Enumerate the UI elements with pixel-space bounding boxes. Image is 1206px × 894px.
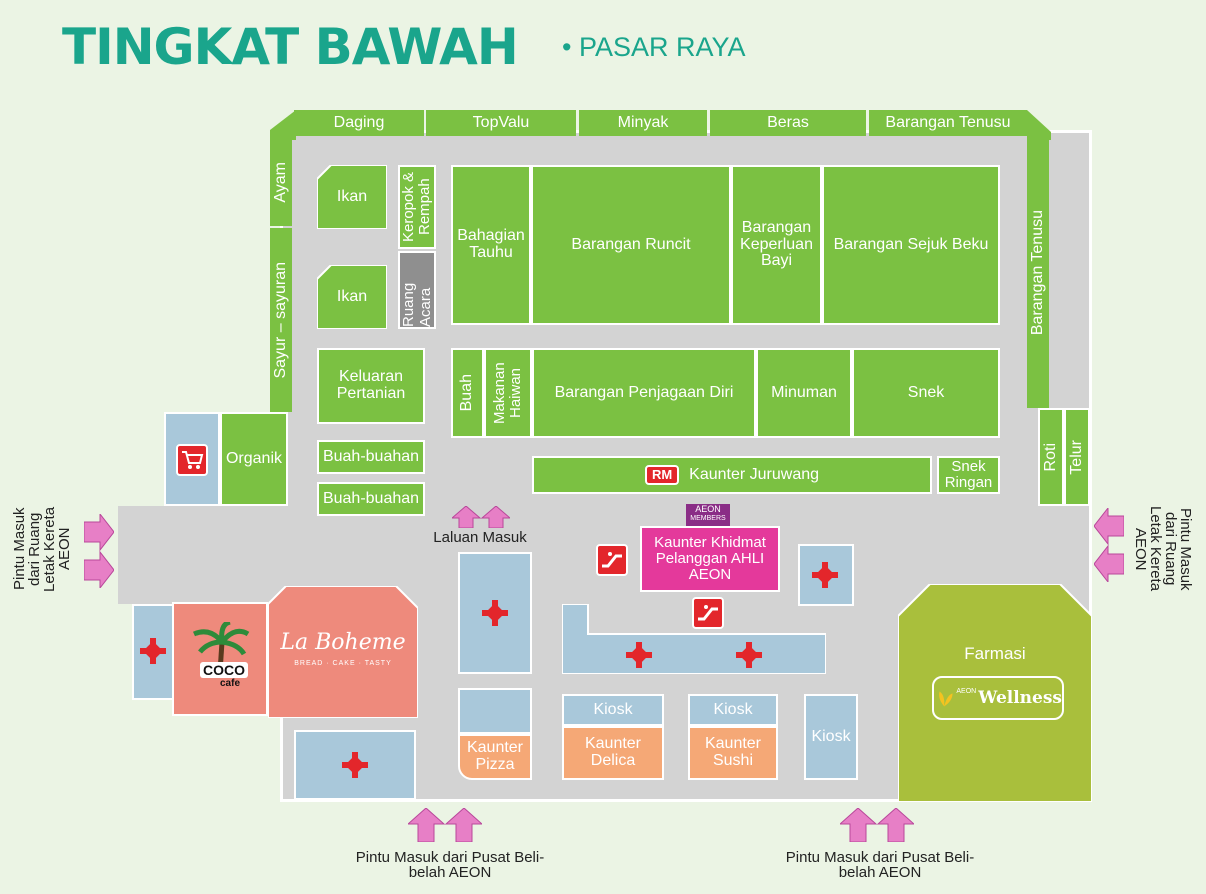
- zone-ikan-1[interactable]: Ikan: [336, 188, 368, 205]
- entrance-left-arrows-icon: [84, 514, 114, 588]
- zone-minuman[interactable]: Minuman: [756, 348, 852, 438]
- farmasi-shape: [898, 584, 1092, 802]
- zone-barangan-tenusu-top[interactable]: Barangan Tenusu: [869, 110, 1027, 136]
- zone-makanan-haiwan[interactable]: Makanan Haiwan: [484, 348, 532, 438]
- ayam-label: Ayam: [272, 161, 289, 203]
- kaunter-sushi[interactable]: Kaunter Sushi: [688, 726, 778, 780]
- left-corridor: [118, 506, 288, 604]
- kaunter-delica[interactable]: Kaunter Delica: [562, 726, 664, 780]
- zone-minyak[interactable]: Minyak: [579, 110, 707, 136]
- roti-label: Roti: [1041, 442, 1059, 472]
- trolley-icon: [176, 444, 208, 476]
- coco-sub-text: cafe: [220, 678, 241, 689]
- zone-roti[interactable]: Roti: [1038, 408, 1064, 506]
- wellness-text: Wellness: [978, 688, 1062, 708]
- kaunter-juruwang[interactable]: RM Kaunter Juruwang: [532, 456, 932, 494]
- zone-snek-ringan[interactable]: Snek Ringan: [937, 456, 1000, 494]
- table-icon: [626, 642, 652, 668]
- pizza-seating: [458, 688, 532, 734]
- entrance-right-arrows-icon: [1094, 508, 1124, 582]
- la-boheme[interactable]: La Boheme: [280, 630, 406, 655]
- kaunter-pizza[interactable]: Kaunter Pizza: [458, 734, 532, 780]
- telur-label: Telur: [1067, 439, 1085, 475]
- seating-area-5: [294, 730, 416, 800]
- zone-tauhu[interactable]: Bahagian Tauhu: [451, 165, 531, 325]
- haiwan-label: Makanan Haiwan: [491, 362, 524, 424]
- corner-right: [1027, 110, 1051, 140]
- tenusu-label: Barangan Tenusu: [1029, 210, 1046, 336]
- zone-ruang-acara[interactable]: Ruang Acara: [398, 251, 436, 329]
- coco-logo-text: COCO: [200, 662, 248, 678]
- zone-runcit[interactable]: Barangan Runcit: [531, 165, 731, 325]
- escalator-icon-1: [596, 544, 628, 576]
- entrance-right[interactable]: Pintu Masuk dari Ruang Letak Kereta AEON: [1126, 494, 1196, 604]
- wellness-brand: AEON: [956, 687, 977, 695]
- kiosk-1[interactable]: Kiosk: [562, 694, 664, 726]
- table-icon: [342, 752, 368, 778]
- zone-ikan-1-shape: [317, 165, 387, 229]
- zone-telur[interactable]: Telur: [1064, 408, 1090, 506]
- sayur-label: Sayur – sayuran: [272, 261, 289, 379]
- keropok-label: Keropok & Rempah: [400, 171, 433, 243]
- zone-organik[interactable]: Organik: [220, 412, 288, 506]
- kaunter-khidmat-pelanggan[interactable]: Kaunter Khidmat Pelanggan AHLI AEON: [640, 526, 780, 592]
- wellness-logo: AEON Wellness: [932, 676, 1064, 720]
- laluan-masuk-label: Laluan Masuk: [433, 529, 527, 546]
- entrance-bottom-right[interactable]: Pintu Masuk dari Pusat Beli-belah AEON: [785, 849, 975, 881]
- entrance-bottom-left-arrows-icon: [408, 808, 482, 842]
- farmasi-label[interactable]: Farmasi: [964, 644, 1026, 663]
- coco-cafe[interactable]: COCO cafe: [172, 602, 268, 716]
- table-icon: [140, 638, 166, 664]
- kiosk-3[interactable]: Kiosk: [804, 694, 858, 780]
- entrance-left-label: Pintu Masuk dari Ruang Letak Kereta AEON: [11, 506, 73, 592]
- table-icon: [736, 642, 762, 668]
- page-title: TINGKAT BAWAH: [62, 18, 519, 76]
- zone-sejuk-beku[interactable]: Barangan Sejuk Beku: [822, 165, 1000, 325]
- zone-barangan-tenusu-right[interactable]: Barangan Tenusu: [1027, 138, 1049, 408]
- zone-ikan-2-shape: [317, 265, 387, 329]
- buah-label: Buah: [458, 374, 476, 412]
- seating-area-4: [132, 604, 174, 700]
- zone-bayi[interactable]: Barangan Keperluan Bayi: [731, 165, 822, 325]
- zone-buah-buahan-1[interactable]: Buah-buahan: [317, 440, 425, 474]
- la-boheme-tagline: BREAD · CAKE · TASTY: [294, 660, 392, 667]
- zone-sayur[interactable]: Sayur – sayuran: [270, 228, 292, 412]
- aeon-member-text: MEMBERS: [690, 515, 726, 522]
- escalator-icon-2: [692, 597, 724, 629]
- zone-pertanian[interactable]: Keluaran Pertanian: [317, 348, 425, 424]
- laluan-arrows-icon: [452, 506, 510, 528]
- table-icon: [482, 600, 508, 626]
- page-subtitle: • PASAR RAYA: [562, 32, 746, 62]
- seating-area-3: [562, 604, 826, 674]
- zone-buah[interactable]: Buah: [451, 348, 484, 438]
- zone-snek[interactable]: Snek: [852, 348, 1000, 438]
- leaf-icon: [939, 691, 953, 707]
- zone-ayam[interactable]: Ayam: [270, 138, 292, 226]
- kiosk-2[interactable]: Kiosk: [688, 694, 778, 726]
- aeon-logo-text: AEON: [695, 504, 721, 514]
- zone-penjagaan-diri[interactable]: Barangan Penjagaan Diri: [532, 348, 756, 438]
- entrance-bottom-left[interactable]: Pintu Masuk dari Pusat Beli-belah AEON: [355, 849, 545, 881]
- entrance-right-label: Pintu Masuk dari Ruang Letak Kereta AEON: [1132, 506, 1194, 592]
- juruwang-label: Kaunter Juruwang: [689, 465, 820, 483]
- rm-icon: RM: [644, 465, 680, 485]
- zone-topvalu[interactable]: TopValu: [426, 110, 576, 136]
- table-icon: [812, 562, 838, 588]
- ruang-acara-label: Ruang Acara: [400, 282, 434, 327]
- zone-keropok[interactable]: Keropok & Rempah: [398, 165, 436, 249]
- zone-beras[interactable]: Beras: [710, 110, 866, 136]
- corner-left: [270, 110, 296, 140]
- zone-buah-buahan-2[interactable]: Buah-buahan: [317, 482, 425, 516]
- zone-daging[interactable]: Daging: [294, 110, 424, 136]
- entrance-left[interactable]: Pintu Masuk dari Ruang Letak Kereta AEON: [8, 494, 80, 604]
- zone-ikan-2[interactable]: Ikan: [336, 288, 368, 305]
- entrance-bottom-right-arrows-icon: [840, 808, 914, 842]
- la-boheme-shape: [268, 586, 418, 718]
